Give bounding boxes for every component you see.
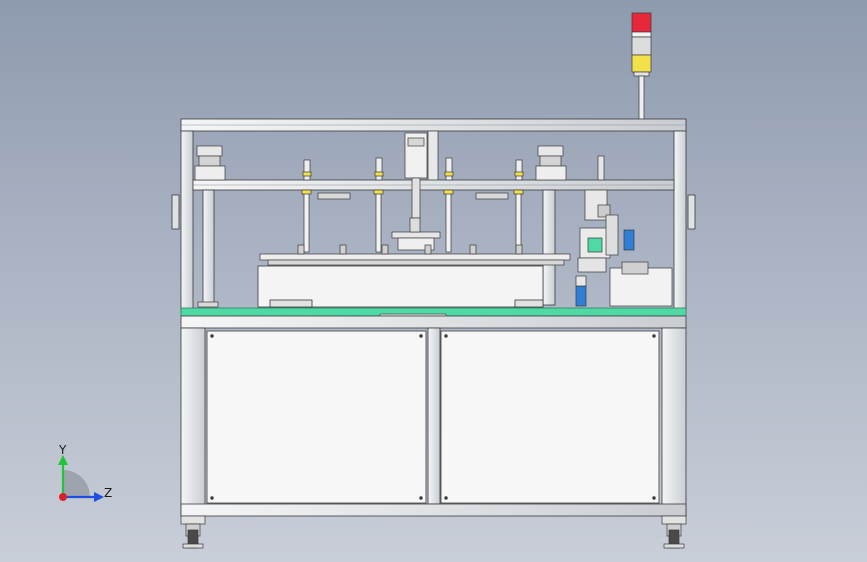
right-cabinet-door xyxy=(440,330,660,504)
right-support-column xyxy=(542,189,556,306)
axis-origin-icon xyxy=(59,493,67,501)
y-axis-label: Y xyxy=(58,443,67,457)
left-support-column xyxy=(202,189,215,306)
blue-valve xyxy=(623,229,635,251)
signal-tower xyxy=(631,12,652,121)
casters xyxy=(180,515,687,549)
z-axis-label: Z xyxy=(104,486,112,500)
left-cabinet-door xyxy=(206,330,427,504)
top-devices xyxy=(194,132,605,219)
tower-pole xyxy=(638,75,645,121)
left-handle xyxy=(171,194,180,230)
beam-blocks xyxy=(317,192,509,200)
triad-quadrant xyxy=(63,470,90,497)
tower-yellow-light xyxy=(631,54,652,73)
green-sensor-block xyxy=(587,237,603,253)
orientation-triad[interactable]: Y Z xyxy=(58,443,112,502)
tower-red-light xyxy=(631,12,652,33)
z-axis-arrow-icon xyxy=(94,492,104,502)
work-table xyxy=(257,265,544,308)
upper-frame xyxy=(171,118,696,310)
lower-cabinet xyxy=(180,315,687,517)
right-mechanism xyxy=(575,189,673,307)
carrier-rail xyxy=(259,244,571,266)
right-handle xyxy=(687,194,696,230)
guide-posts xyxy=(301,157,524,253)
press-head xyxy=(391,217,441,251)
y-axis-arrow-icon xyxy=(58,455,68,465)
